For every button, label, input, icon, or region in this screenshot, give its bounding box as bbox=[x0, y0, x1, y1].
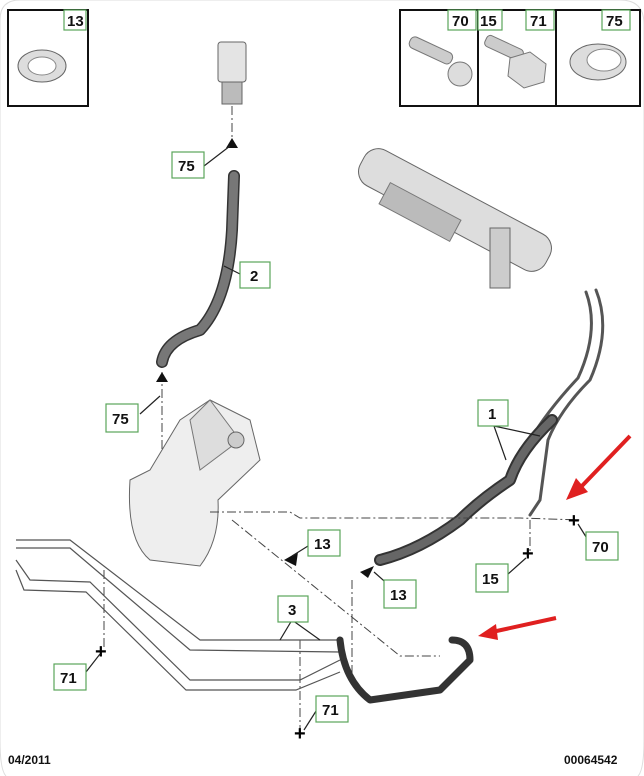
callout-13-mid: 13 bbox=[307, 529, 341, 557]
svg-text:13: 13 bbox=[67, 13, 84, 30]
footer-diagram-number: 00064542 bbox=[564, 753, 618, 767]
arrow-marker bbox=[156, 372, 168, 382]
callout-71: 71 bbox=[525, 9, 555, 31]
screw-icon bbox=[408, 36, 473, 87]
pressure-pipe bbox=[528, 288, 605, 517]
svg-text:70: 70 bbox=[592, 539, 609, 556]
svg-text:15: 15 bbox=[480, 13, 497, 30]
callout-3: 3 bbox=[277, 595, 309, 623]
svg-text:2: 2 bbox=[250, 268, 258, 285]
svg-text:75: 75 bbox=[178, 158, 195, 175]
pressure-switch bbox=[217, 41, 247, 105]
callout-75-reservoir: 75 bbox=[105, 403, 139, 433]
svg-text:70: 70 bbox=[452, 13, 469, 30]
svg-text:3: 3 bbox=[288, 602, 296, 619]
legend-box-group: 70 15 71 75 bbox=[399, 9, 641, 107]
svg-text:13: 13 bbox=[390, 587, 407, 604]
hex-bolt-icon bbox=[484, 34, 547, 89]
svg-text:71: 71 bbox=[530, 13, 547, 30]
svg-text:+: + bbox=[294, 723, 306, 745]
arrow-marker bbox=[226, 138, 238, 148]
callout-75-top: 75 bbox=[171, 151, 205, 179]
svg-text:+: + bbox=[522, 543, 534, 565]
svg-text:75: 75 bbox=[606, 13, 623, 30]
callout-71-bottom: 71 bbox=[315, 695, 349, 723]
callout-1: 1 bbox=[477, 399, 509, 427]
callout-70-right: 70 bbox=[585, 531, 619, 561]
highlight-arrow-lower bbox=[478, 616, 557, 640]
svg-text:+: + bbox=[95, 641, 107, 663]
arrow-marker bbox=[284, 552, 298, 566]
return-hose bbox=[374, 414, 558, 566]
svg-text:71: 71 bbox=[60, 670, 77, 687]
callout-71-left: 71 bbox=[53, 663, 87, 691]
cooler-pipe-assembly bbox=[15, 539, 474, 704]
arrow-marker bbox=[360, 566, 374, 578]
callout-75: 75 bbox=[601, 9, 631, 31]
highlight-arrow-upper bbox=[566, 434, 632, 500]
callout-13-mid-right: 13 bbox=[383, 579, 417, 609]
svg-text:1: 1 bbox=[488, 406, 496, 423]
footer-date: 04/2011 bbox=[8, 753, 51, 767]
callout-15: 15 bbox=[477, 9, 503, 31]
svg-text:15: 15 bbox=[482, 571, 499, 588]
svg-text:13: 13 bbox=[314, 536, 331, 553]
fluid-reservoir bbox=[128, 399, 261, 567]
svg-text:+: + bbox=[568, 510, 580, 532]
svg-text:71: 71 bbox=[322, 702, 339, 719]
callout-2: 2 bbox=[239, 261, 271, 289]
fastener-marker: + + + + bbox=[95, 510, 580, 745]
callout-70: 70 bbox=[447, 9, 477, 31]
legend-box-clamp-13: 13 bbox=[7, 9, 89, 107]
callout-15-right: 15 bbox=[475, 563, 509, 593]
hose-clamp-icon bbox=[569, 43, 627, 81]
svg-text:75: 75 bbox=[112, 411, 129, 428]
steering-rack bbox=[358, 148, 552, 289]
callout-13: 13 bbox=[63, 9, 87, 31]
